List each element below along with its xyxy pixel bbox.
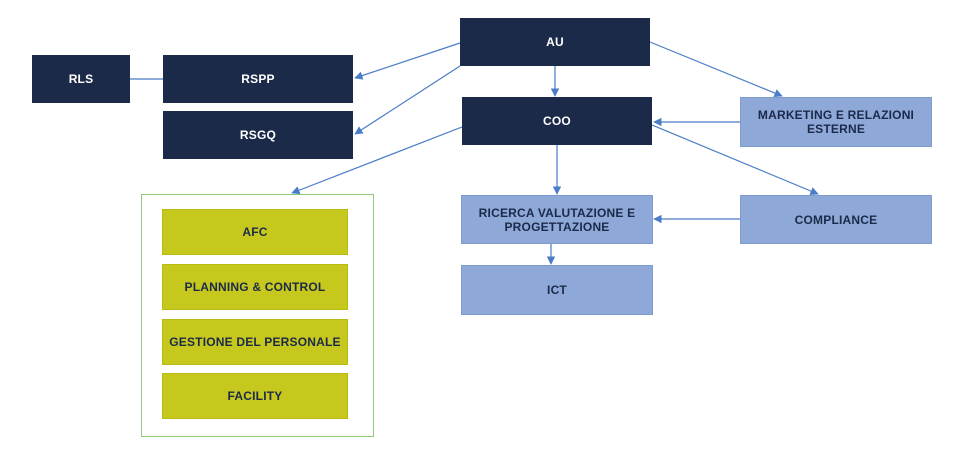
node-compliance: COMPLIANCE <box>740 195 932 244</box>
node-au-label: AU <box>546 35 564 49</box>
node-planning-label: PLANNING & CONTROL <box>184 280 326 294</box>
node-facility: FACILITY <box>162 373 348 419</box>
node-rspp: RSPP <box>163 55 353 103</box>
node-coo: COO <box>462 97 652 145</box>
node-afc: AFC <box>162 209 348 255</box>
node-ricerca: RICERCA VALUTAZIONE E PROGETTAZIONE <box>461 195 653 244</box>
connector-au-rspp <box>354 42 461 80</box>
node-coo-label: COO <box>543 114 571 128</box>
node-marketing: MARKETING E RELAZIONI ESTERNE <box>740 97 932 147</box>
node-au: AU <box>460 18 650 66</box>
connector-coo-staff <box>291 126 463 195</box>
connector-au-rsgq <box>354 65 461 135</box>
node-rls-label: RLS <box>68 72 94 86</box>
node-personale-label: GESTIONE DEL PERSONALE <box>169 335 341 349</box>
connector-coo-compliance <box>651 124 819 195</box>
node-marketing-label: MARKETING E RELAZIONI ESTERNE <box>757 108 915 136</box>
node-planning: PLANNING & CONTROL <box>162 264 348 310</box>
node-personale: GESTIONE DEL PERSONALE <box>162 319 348 365</box>
node-facility-label: FACILITY <box>227 389 283 403</box>
node-compliance-label: COMPLIANCE <box>794 212 878 227</box>
node-rspp-label: RSPP <box>241 72 275 86</box>
node-afc-label: AFC <box>242 225 268 239</box>
node-ricerca-label: RICERCA VALUTAZIONE E PROGETTAZIONE <box>478 205 636 234</box>
node-ict: ICT <box>461 265 653 315</box>
node-rsgq-label: RSGQ <box>239 128 277 142</box>
staff-group-frame <box>141 194 374 437</box>
node-rls: RLS <box>32 55 130 103</box>
connector-au-marketing <box>649 41 783 98</box>
node-ict-label: ICT <box>547 283 567 297</box>
node-rsgq: RSGQ <box>163 111 353 159</box>
